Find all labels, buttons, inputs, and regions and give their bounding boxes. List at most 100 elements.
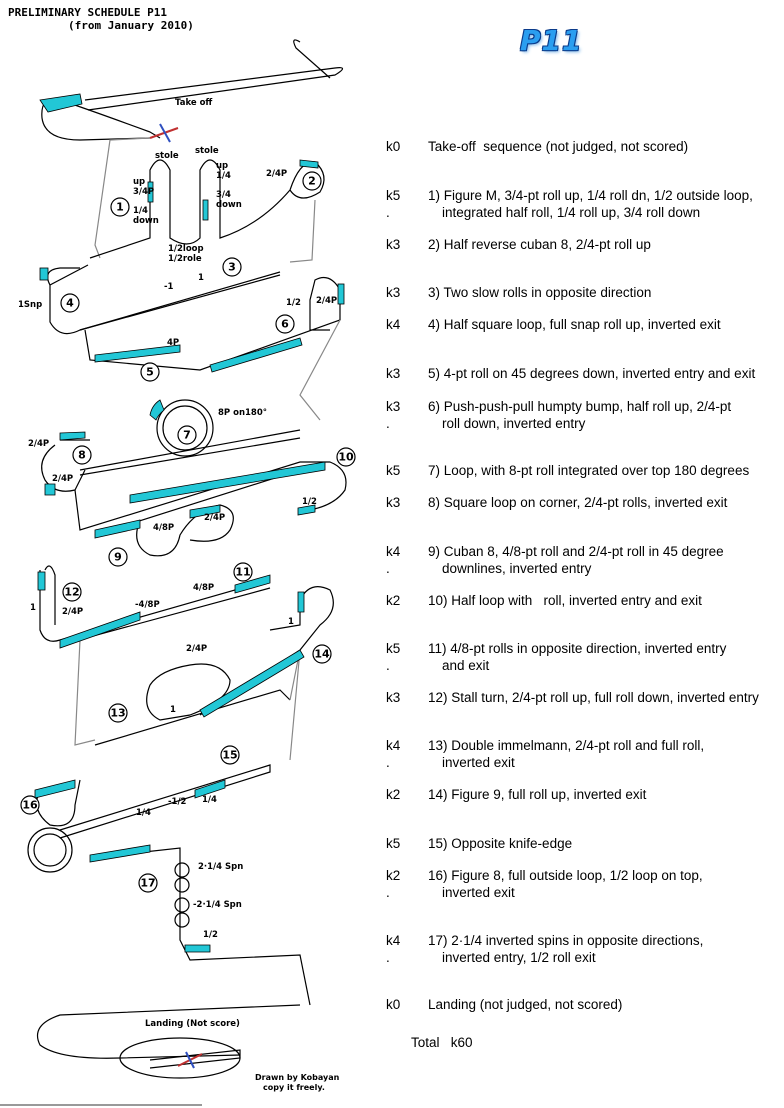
k-factor: k5 [386, 463, 401, 478]
k-factor: k0 [386, 997, 401, 1012]
label-fig15-c: 1/4 [202, 795, 217, 805]
maneuver-description: 15) Opposite knife-edge [428, 836, 573, 851]
label-fig17-spin-a: 2·1/4 Spn [198, 862, 243, 872]
k-factor: k0 [386, 139, 401, 154]
takeoff-plane-icon [149, 123, 179, 143]
maneuver-description: Landing (not judged, not scored) [428, 997, 623, 1012]
label-fig13-roll: 2/4P [186, 644, 207, 654]
figure-17-number: 17 [140, 877, 155, 890]
figure-8-number-circle [72, 445, 92, 465]
label-fig8-roll-b: 2/4P [52, 474, 73, 484]
figure-16-number-circle [20, 795, 40, 815]
credit-line-2: copy it freely. [263, 1083, 325, 1092]
maneuver-description-continued: integrated half roll, 1/4 roll up, 3/4 r… [442, 205, 701, 220]
label-fig17-spin-b: -2·1/4 Spn [193, 900, 242, 910]
label-down-right: down [216, 200, 242, 210]
figure-5-number-circle [140, 362, 160, 382]
figure-15-path [59, 764, 271, 839]
bottom-rule [0, 1104, 202, 1106]
figure-15-number-circle [220, 745, 240, 765]
label-up-right: up [216, 161, 228, 171]
label-fig15-b: -1/2 [168, 797, 187, 807]
label-fig11-b: 4/8P [193, 583, 214, 593]
figure-3-number: 3 [228, 261, 236, 274]
label-fig9-roll-a: 4/8P [153, 523, 174, 533]
label-fig17-half: 1/2 [203, 930, 218, 940]
k-factor: k3 [386, 237, 401, 252]
aerobatic-diagram: Take off stole stole up 3/4P 1/4 down up… [18, 39, 356, 1079]
label-fig3-plus1: 1 [198, 273, 204, 283]
k-factor: k5 [386, 188, 401, 203]
k-factor: k3 [386, 399, 401, 414]
figure-2-number: 2 [308, 175, 316, 188]
landing-path [36, 1004, 301, 1059]
maneuver-description: Take-off sequence (not judged, not score… [428, 139, 689, 154]
continuation-marker: . [386, 658, 390, 673]
maneuver-description: 9) Cuban 8, 4/8-pt roll and 2/4-pt roll … [428, 544, 724, 559]
maneuver-description-continued: and exit [442, 658, 490, 673]
maneuver-description: 8) Square loop on corner, 2/4-pt rolls, … [428, 495, 728, 510]
figure-3-path [49, 264, 281, 335]
figure-11-number-circle [233, 562, 253, 582]
figure-13-path [94, 689, 291, 746]
label-stole-left: stole [155, 151, 179, 161]
figure-2-path [289, 161, 325, 199]
maneuver-description: 16) Figure 8, full outside loop, 1/2 loo… [428, 868, 703, 883]
maneuver-description: 14) Figure 9, full roll up, inverted exi… [428, 787, 647, 802]
continuation-marker: . [386, 561, 390, 576]
figure-10-number: 10 [338, 451, 354, 464]
figure-11-number: 11 [235, 566, 250, 579]
pattern-badge: P11 [520, 24, 583, 57]
figure-13-number-circle [108, 703, 128, 723]
maneuver-description-continued: roll down, inverted entry [442, 416, 586, 431]
k-factor: k4 [386, 933, 401, 948]
label-stole-right: stole [195, 146, 219, 156]
figure-8-path [41, 444, 86, 492]
figure-13-number: 13 [110, 707, 125, 720]
figure-9-number: 9 [114, 551, 122, 564]
maneuver-description-continued: inverted entry, 1/2 roll exit [442, 950, 596, 965]
k-factor: k2 [386, 868, 401, 883]
k-factor: k5 [386, 641, 401, 656]
schedule-subtitle: (from January 2010) [68, 19, 194, 32]
continuation-marker: . [386, 950, 390, 965]
label-half-role: 1/2role [168, 254, 202, 264]
label-fig10-half: 1/2 [302, 497, 317, 507]
continuation-marker: . [386, 755, 390, 770]
figure-16-loop [27, 827, 73, 873]
maneuver-description: 17) 2·1/4 inverted spins in opposite dir… [428, 933, 704, 948]
figure-16-number: 16 [22, 799, 38, 812]
label-fig15-a: 1/4 [136, 808, 151, 818]
label-14-right: 1/4 [216, 171, 231, 181]
label-fig6-half: 1/2 [286, 298, 301, 308]
maneuver-description-continued: downlines, inverted entry [442, 561, 592, 576]
figure-10-number-circle [336, 447, 356, 467]
label-half-loop: 1/2loop [168, 244, 204, 254]
figure-1-path [89, 159, 291, 259]
label-34p: 3/4P [133, 187, 154, 197]
figure-4-path [47, 267, 80, 286]
label-fig14-one: 1 [288, 617, 294, 627]
k-factor: k3 [386, 285, 401, 300]
figure-1-number: 1 [116, 201, 124, 214]
highlight-segments [34, 93, 345, 953]
label-fig2-roll: 2/4P [266, 169, 287, 179]
figure-12-path [44, 565, 56, 625]
label-up: up [133, 177, 145, 187]
landing-plane-icon [177, 1051, 203, 1069]
label-34-right: 3/4 [216, 190, 231, 200]
maneuver-description: 4) Half square loop, full snap roll up, … [428, 317, 721, 332]
figure-3-number-circle [222, 257, 242, 277]
figure-12-number: 12 [64, 586, 79, 599]
continuation-marker: . [386, 205, 390, 220]
label-fig12-one: 1 [30, 603, 36, 613]
figure-15-number: 15 [222, 749, 237, 762]
figure-1-number-circle [110, 197, 130, 217]
figure-14-number: 14 [314, 648, 330, 661]
figure-9-number-circle [108, 547, 128, 567]
label-14: 1/4 [133, 206, 148, 216]
figure-17-number-circle [138, 873, 158, 893]
figure-6-number: 6 [281, 318, 289, 331]
